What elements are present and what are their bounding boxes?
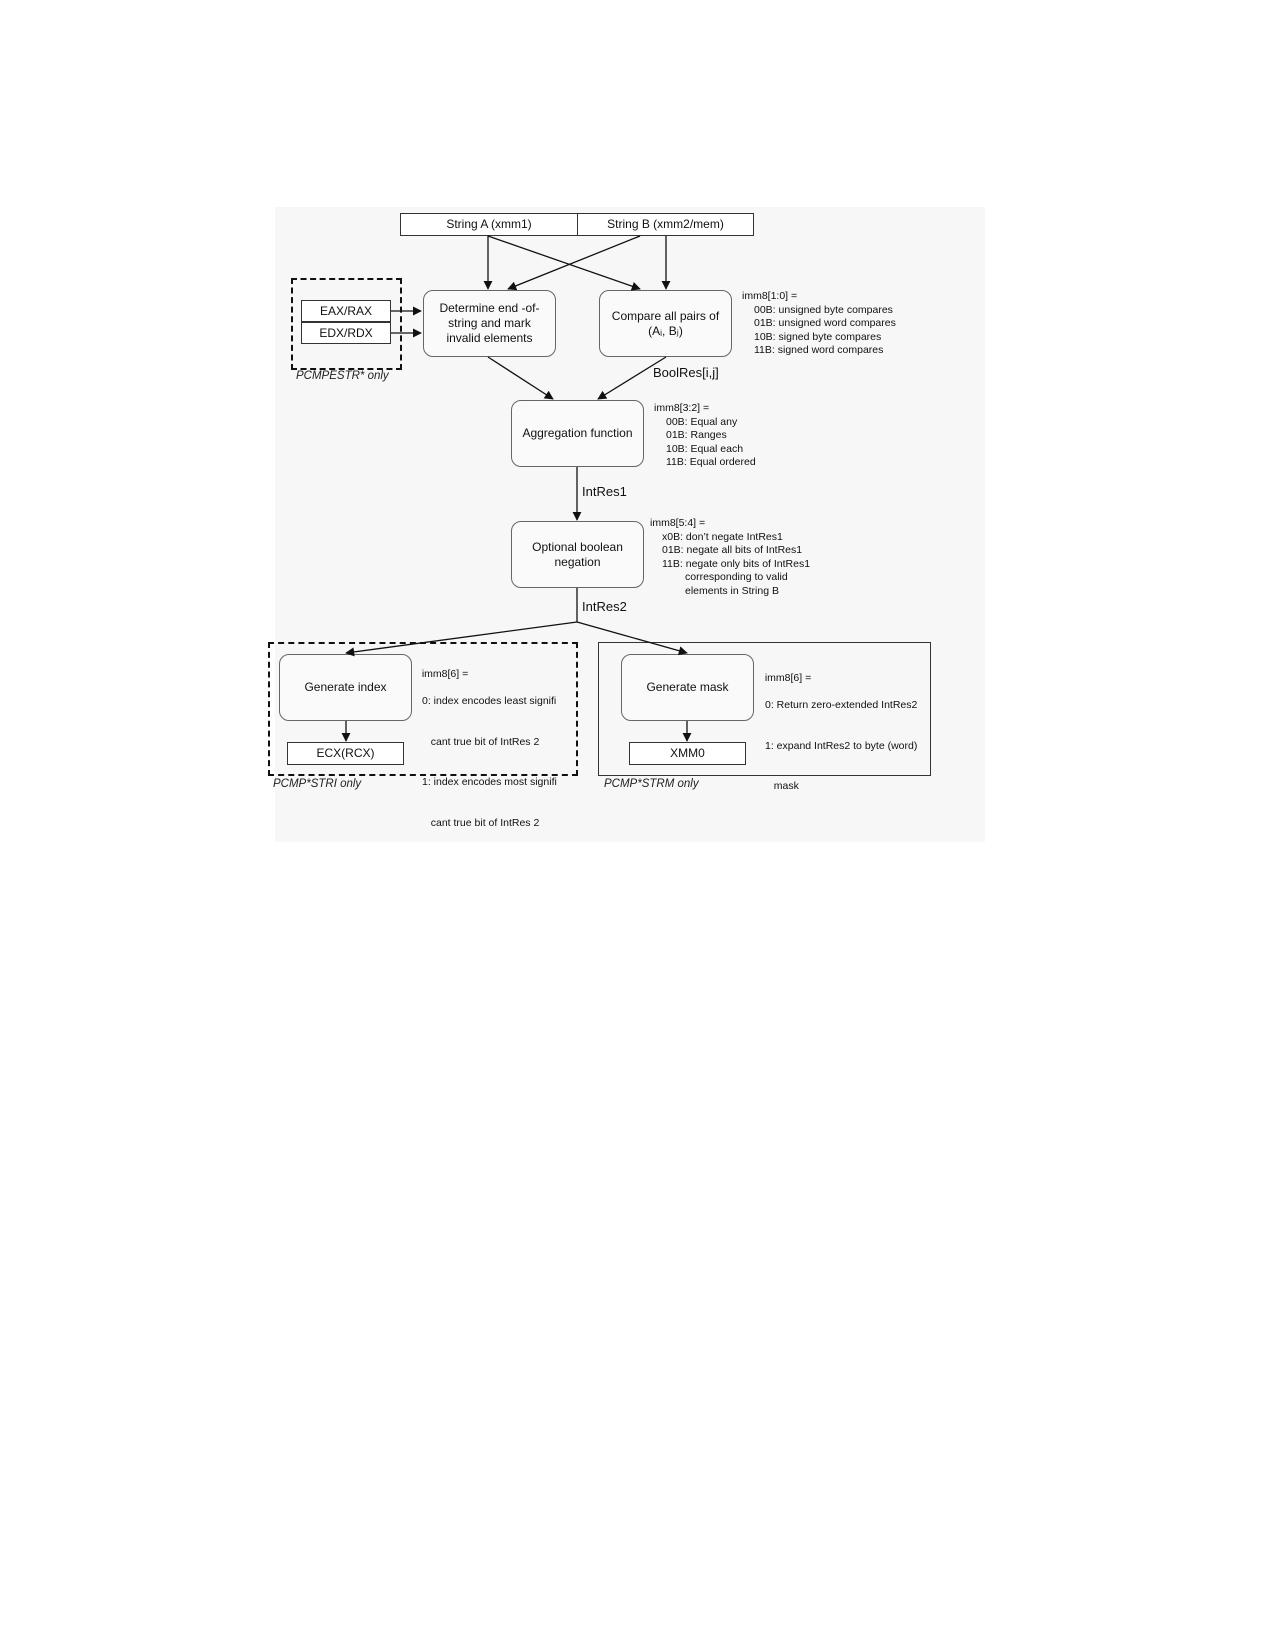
imm8-10-line: 11B: signed word compares (754, 344, 884, 357)
xmm0-output-box: XMM0 (629, 742, 746, 765)
aggregation-label: Aggregation function (522, 426, 633, 440)
imm8-54-line: 11B: negate only bits of IntRes1 (662, 557, 811, 570)
edx-label: EDX/RDX (319, 325, 373, 340)
imm8-32-line: 11B: Equal ordered (666, 456, 756, 469)
pcmpstrm-region (598, 642, 931, 776)
imm8-10-line: 10B: signed byte compares (754, 330, 882, 343)
xmm0-label: XMM0 (670, 746, 705, 760)
imm8-6-mask-line: 1: expand IntRes2 to byte (word) (765, 739, 918, 752)
imm8-10-note: imm8[1:0] = 00B: unsigned byte compares … (742, 290, 896, 358)
imm8-54-continuation: corresponding to valid (685, 571, 788, 584)
imm8-6-index-line: 1: index encodes most signifi (422, 776, 557, 789)
imm8-54-continuation: elements in String B (685, 584, 779, 597)
compare-pairs-node: Compare all pairs of (Aᵢ, Bⱼ) (599, 290, 732, 357)
imm8-32-line: 10B: Equal each (666, 442, 744, 455)
negation-label: Optional boolean negation (532, 539, 623, 569)
string-a-box: String A (xmm1) (400, 213, 578, 236)
imm8-54-note: imm8[5:4] = x0B: don’t negate IntRes1 01… (650, 517, 810, 599)
imm8-6-index-line: cant true bit of IntRes 2 (422, 817, 540, 830)
imm8-32-line: 00B: Equal any (666, 415, 738, 428)
edx-register-box: EDX/RDX (301, 322, 391, 344)
imm8-10-line: 01B: unsigned word compares (754, 317, 896, 330)
imm8-54-title: imm8[5:4] = (650, 517, 706, 529)
end-of-string-label: Determine end -of-string and mark invali… (439, 301, 540, 345)
eax-label: EAX/RAX (319, 303, 373, 318)
boolres-edge-label: BoolRes[i,j] (653, 365, 719, 380)
imm8-6-index-note: imm8[6] = 0: index encodes least signifi… (416, 654, 557, 844)
generate-index-label: Generate index (304, 680, 387, 694)
imm8-54-line: x0B: don’t negate IntRes1 (662, 530, 783, 543)
imm8-10-title: imm8[1:0] = (742, 290, 798, 302)
string-a-label: String A (xmm1) (446, 217, 532, 231)
aggregation-node: Aggregation function (511, 400, 644, 467)
end-of-string-node: Determine end -of-string and mark invali… (423, 290, 556, 357)
imm8-54-line: 01B: negate all bits of IntRes1 (662, 544, 803, 557)
negation-node: Optional boolean negation (511, 521, 644, 588)
generate-mask-label: Generate mask (646, 680, 729, 694)
ecx-output-box: ECX(RCX) (287, 742, 404, 765)
imm8-6-mask-note: imm8[6] = 0: Return zero-extended IntRes… (759, 658, 918, 808)
imm8-10-line: 00B: unsigned byte compares (754, 303, 893, 316)
imm8-6-index-line: 0: index encodes least signifi (422, 694, 557, 707)
generate-index-node: Generate index (279, 654, 412, 721)
intres2-edge-label: IntRes2 (582, 599, 627, 614)
imm8-32-line: 01B: Ranges (666, 429, 727, 442)
string-b-box: String B (xmm2/mem) (577, 213, 754, 236)
imm8-6-mask-line: 0: Return zero-extended IntRes2 (765, 698, 918, 711)
pcmpestr-caption: PCMPESTR* only (296, 370, 389, 382)
pcmpestr-region (291, 278, 402, 370)
imm8-32-note: imm8[3:2] = 00B: Equal any 01B: Ranges 1… (654, 402, 756, 470)
pcmpstrm-caption: PCMP*STRM only (604, 778, 699, 790)
intres1-edge-label: IntRes1 (582, 484, 627, 499)
imm8-32-title: imm8[3:2] = (654, 402, 710, 414)
compare-pairs-label: Compare all pairs of (Aᵢ, Bⱼ) (611, 308, 720, 338)
imm8-6-index-line: cant true bit of IntRes 2 (422, 735, 540, 748)
ecx-label: ECX(RCX) (316, 746, 375, 760)
eax-register-box: EAX/RAX (301, 300, 391, 322)
imm8-6-mask-title: imm8[6] = (764, 671, 812, 684)
generate-mask-node: Generate mask (621, 654, 754, 721)
imm8-6-mask-line: mask (765, 780, 799, 793)
pcmpstri-caption: PCMP*STRI only (273, 778, 362, 790)
imm8-6-index-title: imm8[6] = (421, 667, 469, 680)
string-b-label: String B (xmm2/mem) (607, 217, 724, 231)
